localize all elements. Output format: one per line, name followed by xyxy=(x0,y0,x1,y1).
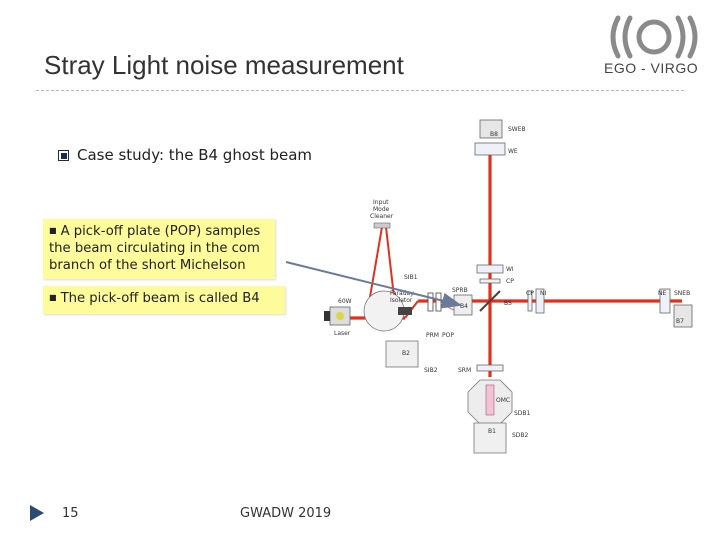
page-number: 15 xyxy=(62,506,79,521)
conference-label: GWADW 2019 xyxy=(240,506,331,521)
footer-arrow-icon xyxy=(30,505,44,521)
